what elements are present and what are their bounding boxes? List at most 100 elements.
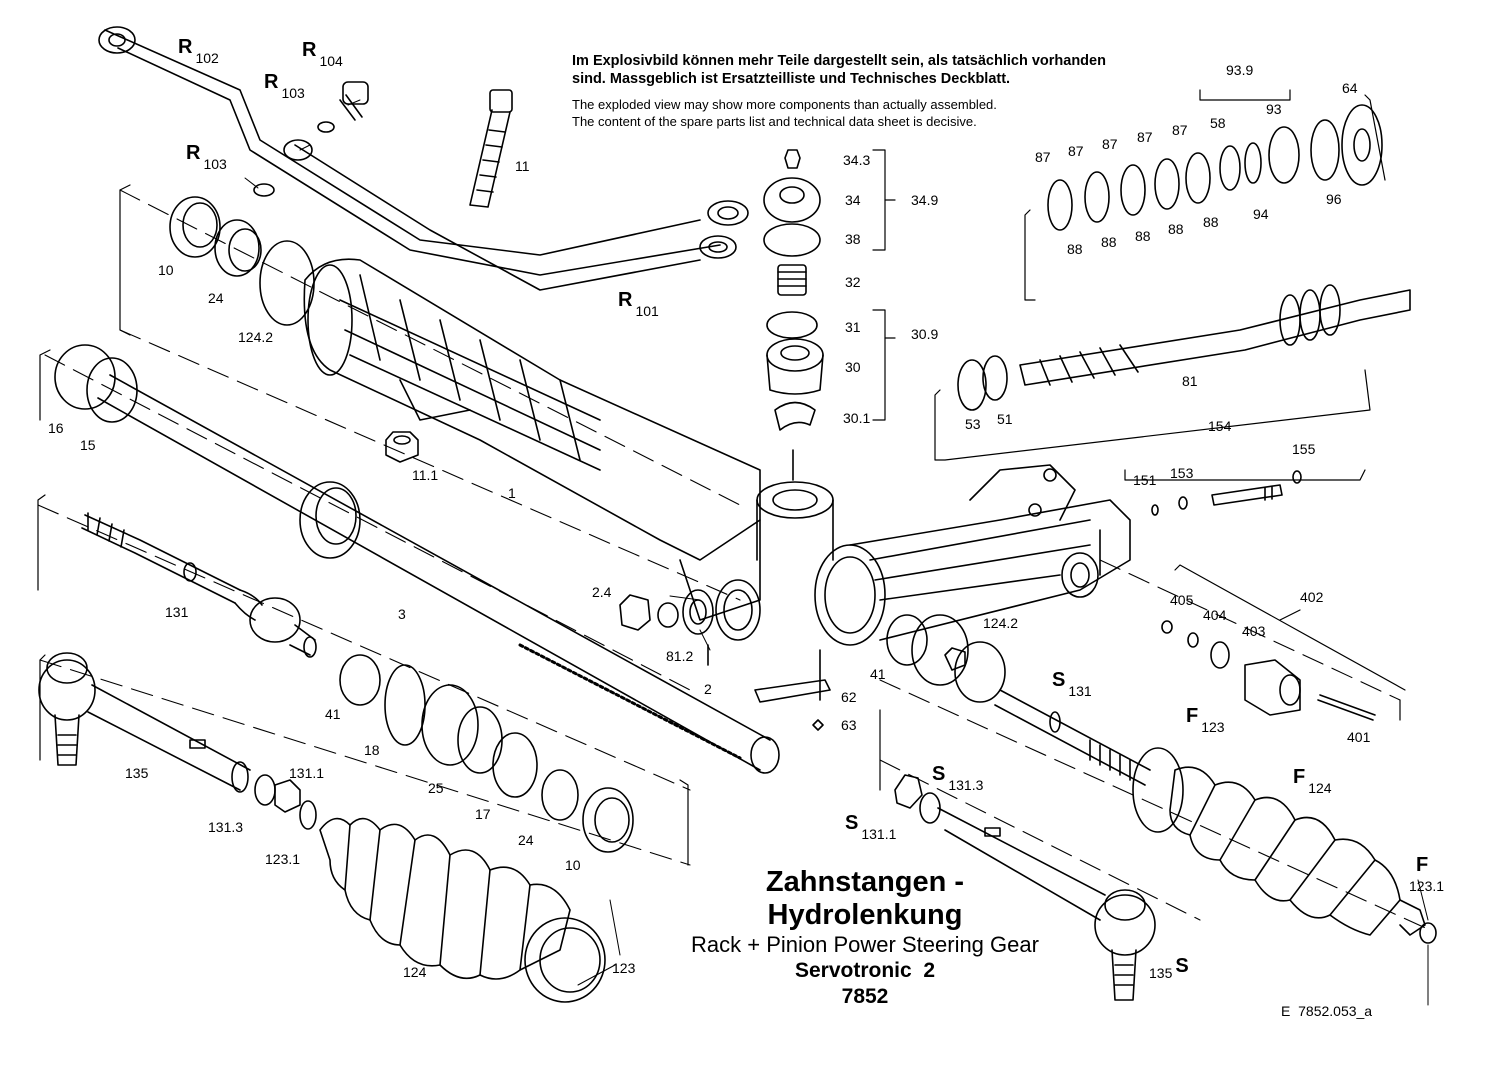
part-label: 81.2	[666, 648, 694, 664]
ref-letter: F	[1293, 766, 1306, 788]
nut-11-1	[385, 431, 419, 463]
part-label: 1	[508, 485, 516, 501]
part-label: 24	[518, 832, 534, 848]
part-label: 11	[515, 158, 530, 174]
title-line-5: 7852	[841, 985, 889, 1008]
ref-number: 102	[195, 50, 219, 66]
part-label: 135	[125, 765, 149, 781]
ref-letter: S	[932, 763, 946, 785]
ref-number: 131.3	[948, 777, 984, 793]
ref-number: 123	[1201, 719, 1225, 735]
explosion-axis-lines	[37, 189, 1431, 931]
part-label: 51	[997, 411, 1013, 427]
part-label: 88	[1203, 214, 1219, 230]
document-id: E 7852.053_a	[1281, 1003, 1373, 1019]
ref-number: 103	[281, 85, 305, 101]
part-label: 87	[1137, 129, 1153, 145]
part-label: 10	[158, 262, 174, 278]
part-label: 124	[403, 964, 427, 980]
part-label: 131.3	[208, 819, 244, 835]
part-label: 24	[208, 290, 224, 306]
part-label: 34.9	[911, 192, 939, 208]
title-line-3: Rack + Pinion Power Steering Gear	[691, 932, 1039, 957]
part-label: 96	[1326, 191, 1342, 207]
part-label: 30	[845, 359, 861, 375]
valve-stack	[763, 149, 824, 481]
part-label: 88	[1101, 234, 1117, 250]
part-label: 58	[1210, 115, 1226, 131]
bellows-left	[319, 817, 606, 1003]
steering-housing	[303, 258, 1131, 646]
title-line-4: Servotronic 2	[794, 959, 936, 982]
part-label: 93.9	[1226, 62, 1254, 78]
ref-letter: R	[178, 36, 193, 58]
pinion-shaft	[957, 284, 1411, 411]
tie-rod-end-right	[894, 774, 1156, 1001]
part-label: 87	[1172, 122, 1188, 138]
part-label: 41	[870, 666, 886, 682]
part-label: 25	[428, 780, 444, 796]
part-label: 153	[1170, 465, 1194, 481]
part-label: 34.3	[843, 152, 871, 168]
notice-german-line-1: Im Explosivbild können mehr Teile darges…	[572, 53, 1106, 69]
title-line-1: Zahnstangen -	[765, 866, 965, 898]
ref-label-f-number: 123.1	[1409, 878, 1445, 894]
ref-letter: S	[1052, 669, 1066, 691]
part-label: 88	[1135, 228, 1151, 244]
part-label: 16	[48, 420, 64, 436]
ref-letter: S	[1175, 955, 1189, 977]
ref-number: 135	[1149, 965, 1173, 981]
ref-number: 131.1	[861, 826, 897, 842]
part-label: 34	[845, 192, 861, 208]
part-label: 2	[704, 681, 712, 697]
seal-rings-left	[54, 196, 315, 423]
ref-letter: S	[845, 812, 859, 834]
ref-number: 101	[635, 303, 659, 319]
servotronic-valve-parts	[1161, 620, 1376, 721]
ref-number: 124	[1308, 780, 1332, 796]
part-label: 10	[565, 857, 581, 873]
part-label: 18	[364, 742, 380, 758]
part-label: 41	[325, 706, 341, 722]
part-label: 154	[1208, 418, 1232, 434]
part-label: 402	[1300, 589, 1324, 605]
part-label: 88	[1067, 241, 1083, 257]
tie-rod-end-left	[38, 652, 251, 791]
ref-letter: R	[186, 142, 201, 164]
group-brackets	[37, 89, 1406, 866]
part-label: 123.1	[265, 851, 301, 867]
notice-english-line-1: The exploded view may show more componen…	[572, 97, 997, 112]
rack	[97, 374, 780, 774]
part-label: 87	[1102, 136, 1118, 152]
part-label: 31	[845, 319, 861, 335]
ref-letter: R	[302, 39, 317, 61]
part-label: 30.1	[843, 410, 871, 426]
part-label: 11.1	[412, 467, 439, 483]
bolt-11	[469, 89, 513, 208]
ref-letter: F	[1416, 854, 1429, 876]
ref-letter: R	[618, 289, 633, 311]
part-label: 405	[1170, 592, 1194, 608]
title-line-2: Hydrolenkung	[767, 899, 963, 931]
ref-number: 103	[203, 156, 227, 172]
valve-pin-parts	[1151, 470, 1302, 516]
inner-tie-rod-left	[81, 512, 317, 658]
part-label: 62	[841, 689, 857, 705]
ref-number: 131	[1068, 683, 1092, 699]
part-label: 131	[165, 604, 189, 620]
lock-nut-clamp-left	[231, 761, 317, 830]
part-label: 3	[398, 606, 406, 622]
leader-lines	[244, 99, 1429, 1006]
part-label: 124.2	[238, 329, 274, 345]
part-label: 124.2	[983, 615, 1019, 631]
part-label: 155	[1292, 441, 1316, 457]
part-label: 2.4	[592, 584, 612, 600]
